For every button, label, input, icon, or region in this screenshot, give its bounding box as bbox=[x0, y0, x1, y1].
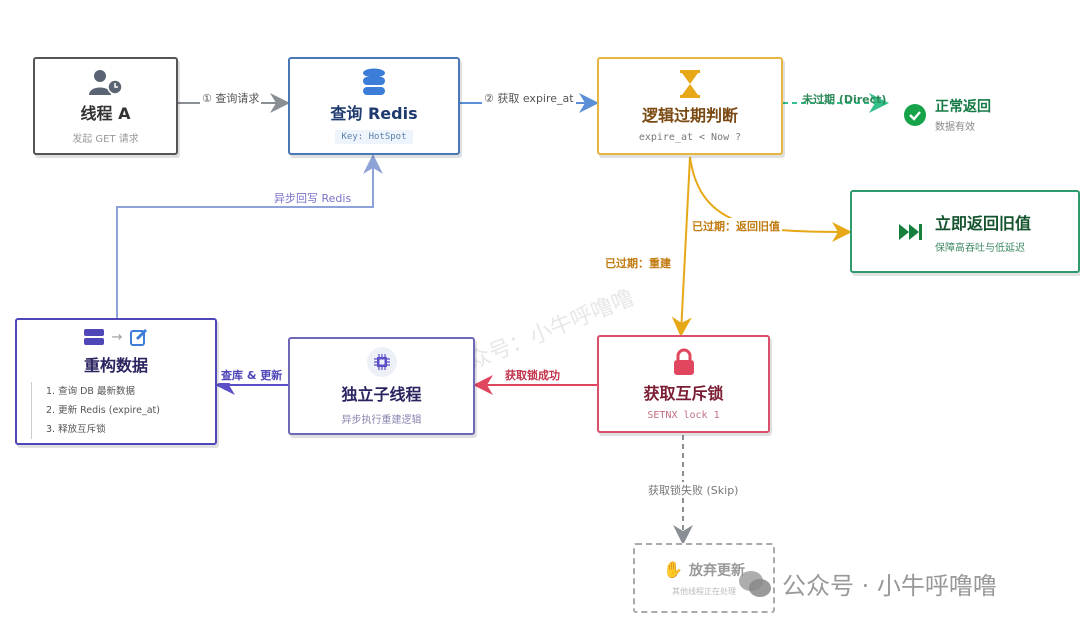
node-thread-a[interactable]: 线程 A 发起 GET 请求 bbox=[33, 57, 178, 155]
node-title: 线程 A bbox=[80, 103, 131, 123]
step-item: 1. 查询 DB 最新数据 bbox=[46, 386, 135, 397]
node-title: 放弃更新 bbox=[688, 562, 745, 579]
node-sub-thread[interactable]: 独立子线程 异步执行重建逻辑 bbox=[288, 337, 475, 435]
node-logic-expire[interactable]: 逻辑过期判断 expire_at < Now ? bbox=[597, 57, 783, 155]
arrow-glyph: → bbox=[111, 329, 123, 345]
step-item: 2. 更新 Redis (expire_at) bbox=[46, 405, 160, 416]
lock-icon bbox=[673, 348, 694, 375]
node-query-redis[interactable]: 查询 Redis Key: HotSpot bbox=[288, 57, 460, 155]
edge-label-expired-rebuild: 已过期：重建 bbox=[605, 257, 671, 270]
node-title: 重构数据 bbox=[83, 356, 148, 375]
node-title: 立即返回旧值 bbox=[934, 213, 1031, 233]
node-subtitle: 数据有效 bbox=[935, 122, 975, 133]
cpu-icon bbox=[366, 346, 397, 377]
node-title: 正常返回 bbox=[935, 99, 991, 115]
edit-icon bbox=[130, 328, 148, 346]
database-icon bbox=[363, 68, 385, 95]
node-normal-return[interactable]: 正常返回 数据有效 bbox=[904, 96, 991, 133]
wechat-icon bbox=[739, 570, 771, 597]
node-title: 独立子线程 bbox=[341, 384, 422, 404]
step-item: 3. 释放互斥锁 bbox=[46, 424, 106, 435]
watermark-text: 公众号 · 小牛呼噜噜 bbox=[782, 572, 997, 600]
edge-label-expired-return: 已过期：返回旧值 bbox=[690, 218, 782, 234]
edge-label-query-update: 查库 & 更新 bbox=[219, 367, 285, 383]
check-circle-icon bbox=[904, 103, 926, 126]
node-title: 获取互斥锁 bbox=[643, 383, 724, 403]
node-return-old[interactable]: 立即返回旧值 保障高吞吐与低延迟 bbox=[850, 190, 1080, 273]
rebuild-steps: 1. 查询 DB 最新数据 2. 更新 Redis (expire_at) 3.… bbox=[31, 382, 160, 439]
edge-label-async-write: 异步回写 Redis bbox=[272, 190, 354, 206]
node-subtitle: Key: HotSpot bbox=[335, 130, 413, 144]
edge-async-write bbox=[116, 154, 383, 318]
node-subtitle: 异步执行重建逻辑 bbox=[341, 414, 422, 426]
server-icon bbox=[83, 329, 104, 345]
edge-label-lock-fail: 获取锁失败 (Skip) bbox=[646, 482, 741, 498]
fast-forward-icon bbox=[898, 223, 922, 240]
node-mutex-lock[interactable]: 获取互斥锁 SETNX lock 1 bbox=[597, 335, 770, 433]
node-subtitle: 其他线程正在处理 bbox=[672, 586, 736, 596]
edge-label-redis-to-logic: ② 获取 expire_at bbox=[482, 90, 576, 106]
watermark: 公众号 · 小牛呼噜噜 bbox=[738, 566, 997, 601]
hand-icon: ✋ bbox=[663, 560, 683, 579]
node-title: 查询 Redis bbox=[330, 104, 418, 123]
edge-label-a-to-redis: ① 查询请求 bbox=[200, 90, 262, 106]
user-clock-icon bbox=[88, 69, 123, 95]
edge-label-lock-success: 获取锁成功 bbox=[503, 367, 562, 383]
node-subtitle: expire_at < Now ? bbox=[638, 131, 742, 143]
node-subtitle: 保障高吞吐与低延迟 bbox=[934, 242, 1025, 254]
node-rebuild[interactable]: → 重构数据 1. 查询 DB 最新数据 2. 更新 Redis (expire… bbox=[15, 318, 217, 445]
server-to-edit-icon: → bbox=[83, 328, 149, 346]
hourglass-icon bbox=[680, 69, 700, 98]
edge-expired-rebuild bbox=[671, 156, 692, 337]
edge-label-not-expired: 未过期 (Direct) bbox=[802, 93, 887, 106]
node-title: 逻辑过期判断 bbox=[641, 105, 738, 125]
node-subtitle: SETNX lock 1 bbox=[647, 409, 720, 421]
node-subtitle: 发起 GET 请求 bbox=[72, 133, 139, 145]
